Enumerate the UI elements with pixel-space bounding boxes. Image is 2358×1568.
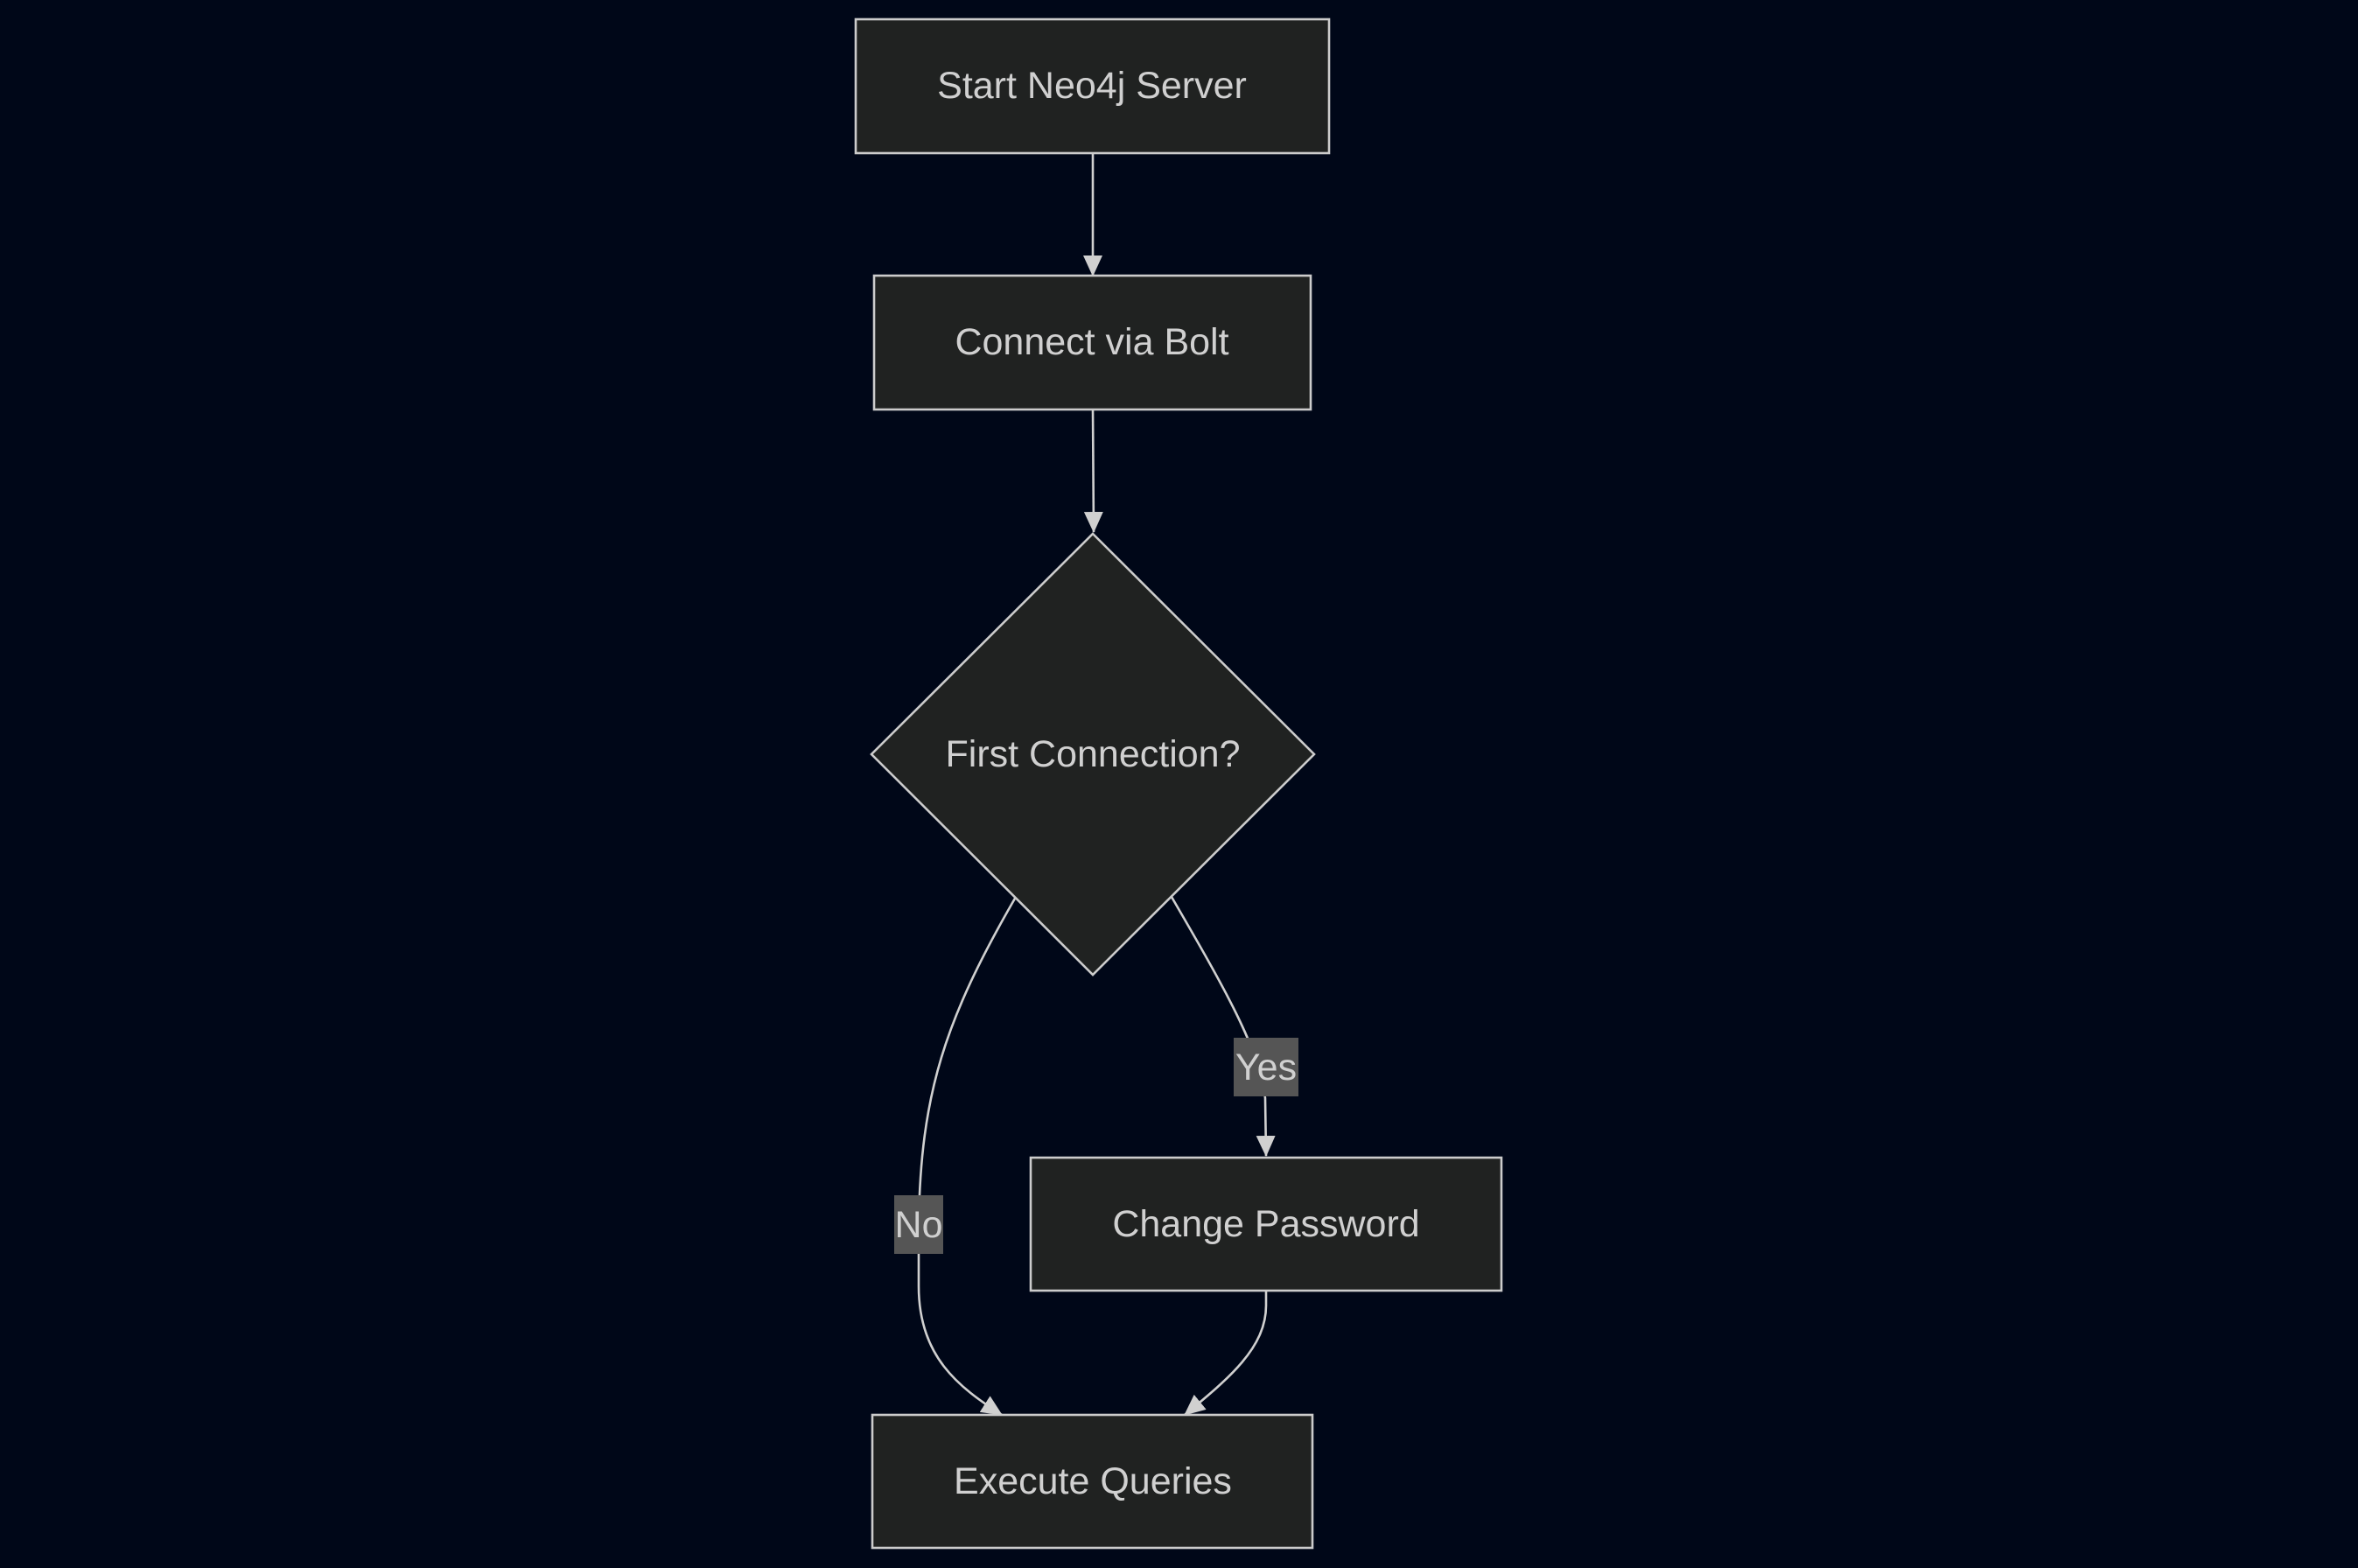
edge-label-yes: Yes: [1234, 1038, 1298, 1096]
node-connect-via-bolt: Connect via Bolt: [872, 274, 1312, 411]
edge-label-yes-text: Yes: [1235, 1046, 1297, 1088]
edge-label-no: No: [894, 1195, 943, 1254]
edge-label-no-text: No: [895, 1204, 943, 1246]
edge-change-password-to-execute: [1184, 1291, 1268, 1417]
node-connect-label: Connect via Bolt: [955, 321, 1228, 363]
node-decision-label: First Connection?: [946, 733, 1241, 775]
node-change-password-label: Change Password: [1112, 1203, 1419, 1245]
edge-decision-to-change-password: [1170, 896, 1276, 1157]
node-execute-label: Execute Queries: [954, 1460, 1232, 1502]
edge-decision-to-execute: [917, 896, 1018, 1417]
node-execute-queries: Execute Queries: [871, 1413, 1314, 1550]
node-first-connection-decision: First Connection?: [870, 532, 1316, 976]
node-start-label: Start Neo4j Server: [937, 65, 1247, 107]
edge-connect-to-decision: [1083, 409, 1103, 533]
node-start-neo4j-server: Start Neo4j Server: [854, 18, 1331, 155]
node-change-password: Change Password: [1029, 1156, 1503, 1292]
